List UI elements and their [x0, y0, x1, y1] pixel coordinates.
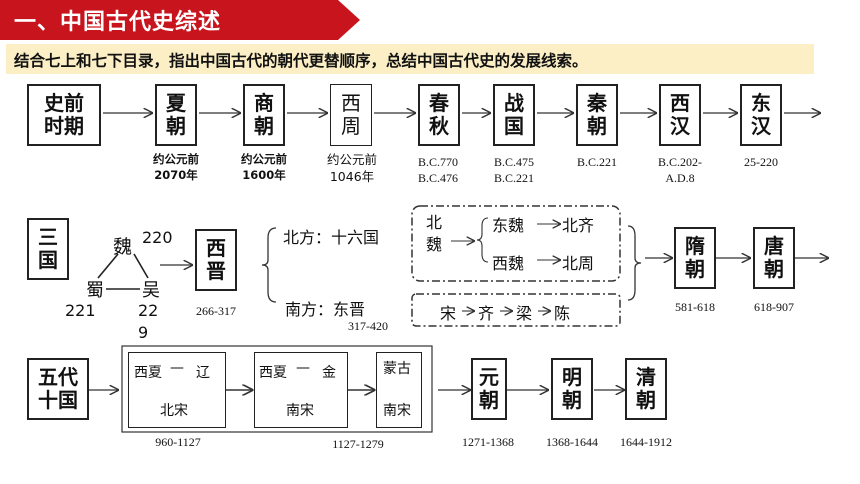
header-ribbon	[0, 0, 360, 40]
g3-menggu: 蒙古	[383, 361, 411, 377]
date-ming: 1368-1644	[546, 435, 598, 449]
dynasty-box-yuan: 元 朝	[471, 358, 507, 420]
date-qin: B.C.221	[576, 155, 617, 169]
date-xijin: 266-317	[196, 304, 236, 318]
year-shu: 221	[65, 301, 96, 320]
date-chunqiu: B.C.770 B.C.476	[417, 155, 458, 186]
beiwei-label: 北 魏	[426, 213, 443, 255]
g1-liao: 辽	[196, 365, 210, 381]
date-nansong: 1127-1279	[332, 437, 384, 451]
dynasty-box-ming: 明 朝	[551, 358, 593, 420]
song-group-2	[254, 352, 348, 428]
song-groups-frame	[121, 345, 433, 433]
date-donghan: 25-220	[744, 155, 778, 169]
date-yuan: 1271-1368	[462, 435, 514, 449]
g2-xixia: 西夏	[259, 365, 287, 381]
g2-jin: 金	[322, 365, 336, 381]
dongwei-label: 东魏	[492, 216, 525, 235]
dynasty-box-xihan: 西 汉	[659, 84, 701, 146]
instruction-text: 结合七上和七下目录，指出中国古代的朝代更替顺序，总结中国古代史的发展线索。	[14, 52, 588, 70]
southern-song: 宋	[440, 304, 457, 323]
g1-xixia: 西夏	[134, 365, 162, 381]
dynasty-box-qing: 清 朝	[625, 358, 667, 420]
kingdom-wu: 吴	[142, 280, 160, 301]
date-qing: 1644-1912	[620, 435, 672, 449]
south-dynasties-box	[411, 293, 621, 327]
date-sui: 581-618	[675, 300, 715, 314]
dynasty-box-wudai: 五代 十国	[27, 358, 89, 420]
instruction-banner	[6, 44, 814, 74]
dynasty-box-donghan: 东 汉	[740, 84, 782, 146]
dynasty-box-sui: 隋 朝	[674, 227, 716, 289]
brace-xijin	[261, 227, 277, 303]
date-beisong: 960-1127	[155, 435, 201, 449]
date-xihan: B.C.202- A.D.8	[657, 155, 702, 186]
date-dongjin: 317-420	[348, 319, 388, 333]
south-label: 南方：东晋	[285, 300, 366, 319]
dynasty-box-sanguo: 三 国	[27, 218, 69, 280]
date-zhanguo: B.C.475 B.C.221	[493, 155, 534, 186]
year-wei: 220	[142, 228, 173, 247]
page-title: 一、中国古代史综述	[14, 10, 222, 35]
g2-nansong: 南宋	[286, 403, 314, 419]
dynasty-box-tang: 唐 朝	[753, 227, 795, 289]
north-label: 北方：十六国	[283, 228, 380, 247]
date-shang: 约公元前 1600年	[241, 152, 287, 182]
dynasty-box-xizhou: 西 周	[330, 84, 372, 146]
dynasty-box-zhanguo: 战 国	[493, 84, 535, 146]
kingdom-shu: 蜀	[86, 280, 104, 301]
dynasty-box-qin: 秦 朝	[576, 84, 618, 146]
dynasty-box-xijin: 西 晋	[195, 229, 237, 291]
g3-nansong: 南宋	[383, 403, 411, 419]
southern-chen: 陈	[554, 304, 571, 323]
song-group-1	[128, 352, 226, 428]
southern-qi: 齐	[478, 304, 495, 323]
g1-beisong: 北宋	[160, 403, 188, 419]
date-tang: 618-907	[754, 300, 794, 314]
kingdom-wei: 魏	[113, 236, 133, 258]
dynasty-box-shang: 商 朝	[243, 84, 285, 146]
date-xizhou: 约公元前 1046年	[326, 152, 377, 184]
brace-north-south	[627, 225, 642, 301]
brace-beiwei	[476, 217, 489, 263]
xiwei-label: 西魏	[492, 254, 525, 273]
beizhou-label: 北周	[562, 254, 595, 273]
southern-liang: 梁	[516, 304, 533, 323]
year-wu: 22 9	[138, 301, 159, 342]
song-group-3	[376, 352, 422, 428]
beiqi-label: 北齐	[562, 216, 595, 235]
dynasty-box-chunqiu: 春 秋	[418, 84, 460, 146]
dynasty-box-xia: 夏 朝	[155, 84, 197, 146]
dynasty-box-prehistory: 史前 时期	[27, 84, 101, 146]
north-dynasties-box	[411, 205, 621, 282]
date-xia: 约公元前 2070年	[153, 152, 199, 182]
